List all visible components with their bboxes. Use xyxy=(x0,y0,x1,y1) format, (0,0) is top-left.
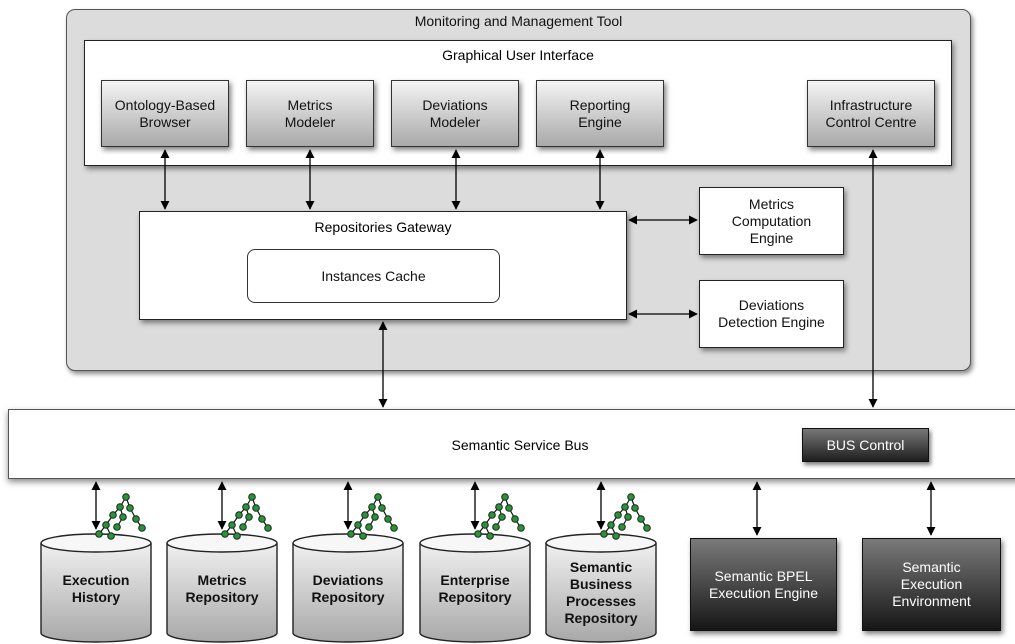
business-processes-repository-label: Semantic Business Processes Repository xyxy=(564,559,638,626)
metrics-computation-engine-box: Metrics Computation Engine xyxy=(699,187,844,255)
execution-history-ontology-node xyxy=(138,524,146,532)
semantic-service-bus-label: Semantic Service Bus xyxy=(451,437,589,453)
deviations-detection-engine-box: Deviations Detection Engine xyxy=(699,280,844,348)
enterprise-repository-cylinder xyxy=(419,543,531,643)
execution-history-ontology-node xyxy=(126,504,134,512)
bus-control-box: BUS Control xyxy=(802,428,929,462)
repository-cylinders xyxy=(40,533,657,643)
business-processes-repository-ontology-node xyxy=(618,523,626,531)
ontology-tree-icons xyxy=(95,493,651,540)
deviations-repository-label: Deviations Repository xyxy=(311,572,385,605)
enterprise-repository-ontology-node xyxy=(501,493,509,501)
metrics-repository-ontology-node xyxy=(242,503,250,511)
deviations-repository-ontology-node xyxy=(365,523,373,531)
deviations-repository-ontology-node xyxy=(390,524,398,532)
metrics-repository-label: Metrics Repository xyxy=(185,572,259,605)
execution-history-ontology-node xyxy=(102,521,110,529)
business-processes-repository-ontology-node xyxy=(607,521,615,529)
ontology-browser-box: Ontology-Based Browser xyxy=(101,80,229,147)
deviations-repository-ontology-node xyxy=(359,532,367,540)
metrics-repository-ontology-node xyxy=(239,523,247,531)
metrics-modeler-box: Metrics Modeler xyxy=(246,80,374,147)
business-processes-repository-ontology-node xyxy=(637,515,645,523)
infrastructure-control-box: Infrastructure Control Centre xyxy=(807,80,935,147)
execution-history-ontology-node xyxy=(122,493,130,501)
enterprise-repository-ontology-node xyxy=(486,532,494,540)
execution-history-ontology-node xyxy=(107,532,115,540)
business-processes-repository-ontology-node xyxy=(612,532,620,540)
execution-history-ontology-node xyxy=(119,513,127,521)
enterprise-repository-ontology-node xyxy=(498,513,506,521)
deviations-repository-ontology-node xyxy=(347,530,355,538)
deviations-repository-ontology-node xyxy=(361,511,369,519)
business-processes-repository-ontology-node xyxy=(643,524,651,532)
metrics-repository-ontology-node xyxy=(245,513,253,521)
execution-history-label: Execution History xyxy=(62,572,130,605)
enterprise-repository-ontology-node xyxy=(488,511,496,519)
gui-title: Graphical User Interface xyxy=(442,47,594,63)
metrics-repository-ontology-node xyxy=(248,493,256,501)
business-processes-repository-ontology-node xyxy=(631,504,639,512)
enterprise-repository-label: Enterprise Repository xyxy=(438,572,512,605)
deviations-repository-ontology-node xyxy=(354,521,362,529)
deviations-repository-ontology-node xyxy=(378,504,386,512)
business-processes-repository-ontology-node xyxy=(624,513,632,521)
business-processes-repository-cylinder xyxy=(545,543,657,643)
execution-history-cylinder xyxy=(40,543,152,643)
metrics-repository-ontology-node xyxy=(235,511,243,519)
enterprise-repository-ontology-node xyxy=(474,530,482,538)
enterprise-repository-ontology-node xyxy=(495,503,503,511)
deviations-modeler-box: Deviations Modeler xyxy=(391,80,519,147)
metrics-repository-ontology-node xyxy=(264,524,272,532)
metrics-repository-ontology-node xyxy=(221,530,229,538)
deviations-repository-cylinder xyxy=(292,543,404,643)
execution-history-ontology-node xyxy=(95,530,103,538)
reporting-engine-box: Reporting Engine xyxy=(536,80,664,147)
execution-history-ontology-node xyxy=(113,523,121,531)
enterprise-repository-ontology-node xyxy=(481,521,489,529)
enterprise-repository-ontology-node xyxy=(492,523,500,531)
business-processes-repository-ontology-node xyxy=(621,503,629,511)
business-processes-repository-ontology-node xyxy=(600,530,608,538)
semantic-execution-environment-box: Semantic Execution Environment xyxy=(862,538,1001,631)
metrics-repository-ontology-node xyxy=(228,521,236,529)
metrics-repository-ontology-node xyxy=(233,532,241,540)
execution-history-ontology-node xyxy=(132,515,140,523)
metrics-repository-ontology-node xyxy=(258,515,266,523)
business-processes-repository-ontology-node xyxy=(614,511,622,519)
deviations-repository-ontology-node xyxy=(368,503,376,511)
execution-history-ontology-node xyxy=(116,503,124,511)
enterprise-repository-ontology-node xyxy=(511,515,519,523)
execution-history-ontology-node xyxy=(109,511,117,519)
metrics-repository-cylinder xyxy=(166,543,278,643)
deviations-repository-ontology-node xyxy=(384,515,392,523)
enterprise-repository-ontology-node xyxy=(517,524,525,532)
business-processes-repository-ontology-node xyxy=(627,493,635,501)
monitoring-tool-title: Monitoring and Management Tool xyxy=(414,13,623,29)
semantic-bpel-engine-box: Semantic BPEL Execution Engine xyxy=(690,538,837,631)
enterprise-repository-ontology-node xyxy=(505,504,513,512)
metrics-repository-ontology-node xyxy=(252,504,260,512)
repositories-gateway-title: Repositories Gateway xyxy=(314,219,452,235)
deviations-repository-ontology-node xyxy=(374,493,382,501)
instances-cache-box: Instances Cache xyxy=(247,249,500,303)
deviations-repository-ontology-node xyxy=(371,513,379,521)
